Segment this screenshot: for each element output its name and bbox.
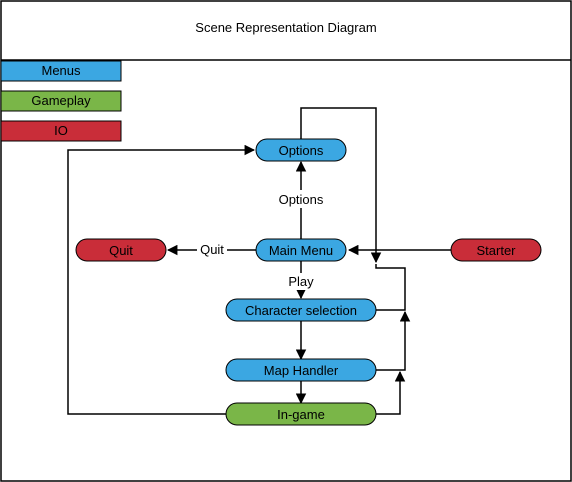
node-quit-shape: [75, 238, 167, 262]
edge-character-selection-to-main-menu: [375, 264, 406, 311]
edge-options-to-main-menu: [300, 107, 382, 264]
node-options-shape: [255, 138, 347, 162]
edge-in-game-to-options: [67, 144, 256, 415]
node-in-game-label: In-game: [277, 407, 325, 422]
edge-label-bg: [197, 241, 227, 259]
node-character-selection-shape: [225, 298, 377, 322]
nodes: Options Main Menu Quit Starter Character…: [75, 138, 542, 426]
legend: Menus Gameplay IO: [0, 60, 122, 142]
legend-io-swatch: [0, 120, 122, 142]
edge-label-options: Options: [279, 192, 324, 207]
node-starter-shape: [450, 238, 542, 262]
node-main-menu-label: Main Menu: [269, 243, 333, 258]
legend-menus-label: Menus: [41, 63, 81, 78]
legend-gameplay-label: Gameplay: [31, 93, 91, 108]
node-options-label: Options: [279, 143, 324, 158]
legend-gameplay-swatch: [0, 90, 122, 112]
node-character-selection-label: Character selection: [245, 303, 357, 318]
edge-in-game-to-map-handler: [376, 370, 406, 415]
node-main-menu-shape: [255, 238, 347, 262]
node-map-handler: Map Handler: [225, 358, 377, 382]
node-quit-label: Quit: [109, 243, 133, 258]
node-in-game: In-game: [225, 402, 377, 426]
node-map-handler-label: Map Handler: [264, 363, 339, 378]
diagram-title: Scene Representation Diagram: [195, 20, 376, 35]
edge-map-handler-to-character-selection: [376, 310, 411, 371]
node-quit: Quit: [75, 238, 167, 262]
node-map-handler-shape: [225, 358, 377, 382]
edge-label-quit: Quit: [200, 242, 224, 257]
edges: Options Quit Play: [67, 107, 451, 415]
node-options: Options: [255, 138, 347, 162]
node-character-selection: Character selection: [225, 298, 377, 322]
node-starter: Starter: [450, 238, 542, 262]
node-starter-label: Starter: [476, 243, 516, 258]
node-in-game-shape: [225, 402, 377, 426]
legend-io-label: IO: [54, 123, 68, 138]
node-main-menu: Main Menu: [255, 238, 347, 262]
edge-label-play: Play: [288, 274, 314, 289]
edge-label-bg: [286, 273, 316, 290]
edge-label-bg: [275, 190, 327, 208]
legend-menus-swatch: [0, 60, 122, 82]
